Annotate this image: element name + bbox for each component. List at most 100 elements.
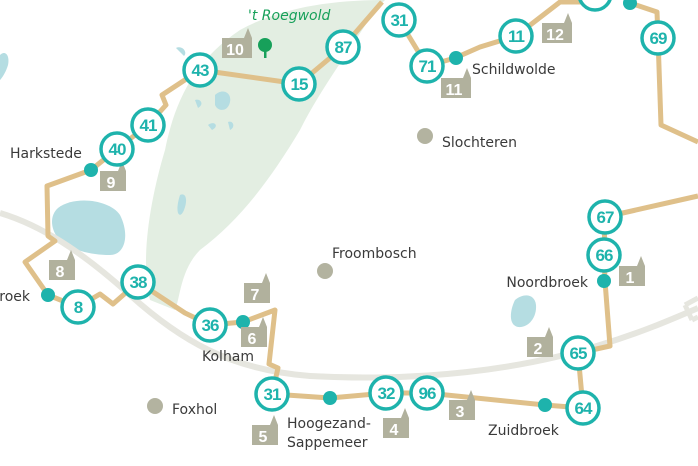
route-node-41[interactable]: 41 [130, 107, 166, 143]
church-number: 4 [390, 422, 399, 439]
route-node-32[interactable]: 32 [368, 375, 404, 411]
church-10[interactable]: 10 [222, 28, 252, 59]
node-number: 31 [391, 11, 408, 30]
pond [176, 47, 234, 215]
church-number: 2 [534, 341, 543, 358]
route-node-66[interactable]: 66 [586, 237, 622, 273]
church-1[interactable]: 1 [619, 256, 645, 287]
node-number: 66 [596, 246, 613, 265]
lake [0, 53, 9, 80]
route-node-64[interactable]: 64 [565, 390, 601, 426]
node-marker [120, 264, 156, 300]
lake [52, 200, 126, 255]
node-marker [281, 66, 317, 102]
route-node-67[interactable]: 67 [587, 199, 623, 235]
village-dot [323, 391, 337, 405]
village-dot [317, 263, 333, 279]
village-dot [449, 51, 463, 65]
route-node-31[interactable]: 31 [381, 2, 417, 38]
route-node-15[interactable]: 15 [281, 66, 317, 102]
route-node-65[interactable]: 65 [560, 335, 596, 371]
node-number: 31 [264, 385, 281, 404]
route-node-43[interactable]: 43 [182, 52, 218, 88]
node-number: 8 [74, 298, 83, 317]
village-dot [147, 398, 163, 414]
route-node-38[interactable]: 38 [120, 264, 156, 300]
church-number: 5 [259, 429, 268, 446]
node-marker [381, 2, 417, 38]
main-road [0, 210, 698, 381]
node-marker [409, 375, 445, 411]
church-6[interactable]: 6 [241, 317, 267, 348]
church-icon [100, 161, 126, 191]
church-5[interactable]: 5 [252, 415, 278, 446]
church-icon [222, 28, 252, 58]
node-number: 67 [597, 208, 614, 227]
village-dot [623, 0, 637, 10]
node-number: 65 [570, 344, 587, 363]
node-number: 38 [130, 273, 147, 292]
node-marker [130, 107, 166, 143]
node-marker [409, 48, 445, 84]
node-number: 43 [192, 61, 209, 80]
route-node-71[interactable]: 71 [409, 48, 445, 84]
place-label: Hoogezand- [287, 416, 371, 432]
church-9[interactable]: 9 [100, 161, 126, 192]
village-dot [597, 274, 611, 288]
node-marker [368, 375, 404, 411]
route-node-87[interactable]: 87 [325, 29, 361, 65]
village-dot [41, 288, 55, 302]
route-node-8[interactable]: 8 [60, 289, 96, 325]
node-number: 40 [109, 140, 126, 159]
node-marker [498, 18, 534, 54]
church-7[interactable]: 7 [244, 273, 270, 304]
church-icon [383, 408, 409, 438]
church-number: 7 [251, 287, 260, 304]
node-marker-partial[interactable] [578, 0, 612, 12]
node-number: 41 [140, 116, 157, 135]
church-8[interactable]: 8 [49, 250, 75, 281]
village-dot [84, 163, 98, 177]
church-3[interactable]: 3 [449, 390, 475, 421]
node-marker [586, 237, 622, 273]
road-junction [682, 295, 698, 323]
village-dot [236, 315, 250, 329]
place-label: Sappemeer [287, 435, 368, 451]
node-marker [325, 29, 361, 65]
church-icon [244, 273, 270, 303]
node-number: 64 [575, 399, 593, 418]
route-node-11[interactable]: 11 [498, 18, 534, 54]
route-node-96[interactable]: 96 [409, 375, 445, 411]
route-node-69[interactable]: 69 [640, 20, 676, 56]
node-number: 36 [202, 316, 219, 335]
church-icon [49, 250, 75, 280]
node-number: 96 [419, 384, 436, 403]
node-number: 15 [291, 75, 308, 94]
church-number: 12 [546, 27, 564, 44]
node-marker [640, 20, 676, 56]
area-label-roegwold: 't Roegwold [248, 8, 330, 24]
church-12[interactable]: 12 [542, 13, 572, 44]
place-label: Schildwolde [472, 62, 556, 78]
route-node-40[interactable]: 40 [99, 131, 135, 167]
tree-icon [258, 38, 272, 58]
church-2[interactable]: 2 [527, 327, 553, 358]
place-label: Kolham [202, 349, 254, 365]
church-icon [241, 317, 267, 347]
route-node-31[interactable]: 31 [254, 376, 290, 412]
node-number: 11 [508, 27, 525, 46]
church-4[interactable]: 4 [383, 408, 409, 439]
place-label: Foxhol [172, 402, 217, 418]
node-marker [99, 131, 135, 167]
node-marker [565, 390, 601, 426]
route-node-36[interactable]: 36 [192, 307, 228, 343]
church-number: 1 [626, 270, 635, 287]
node-number: 32 [378, 384, 395, 403]
lake [510, 295, 537, 328]
place-label: Slochteren [442, 135, 517, 151]
village-dot [417, 128, 433, 144]
church-11[interactable]: 11 [441, 68, 471, 99]
node-marker [192, 307, 228, 343]
church-icon [619, 256, 645, 286]
